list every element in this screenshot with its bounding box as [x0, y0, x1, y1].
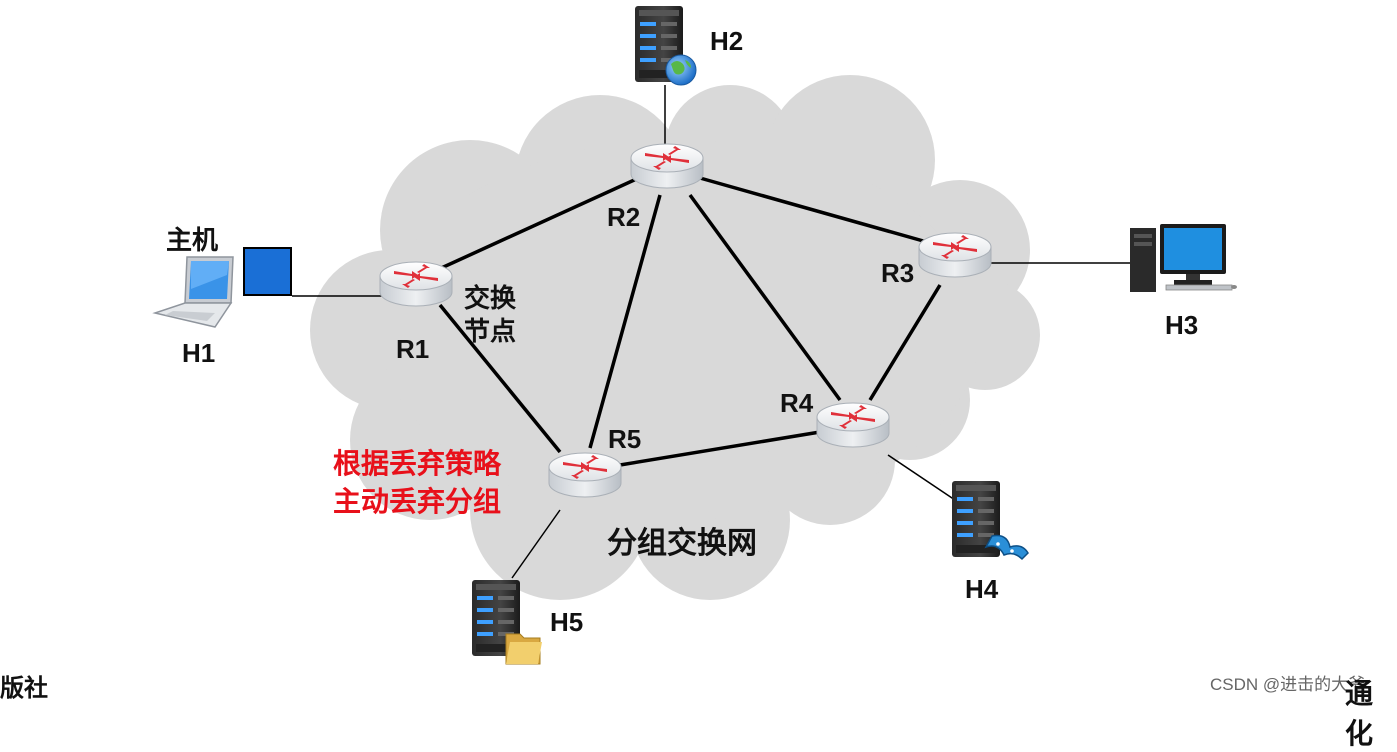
switching-node-label-line1: 交换: [464, 283, 517, 313]
host-h5-label: H5: [550, 607, 583, 637]
link-h4-r4: [887, 454, 956, 501]
network-links: [414, 163, 949, 467]
network-diagram: R1 R2 R3 R4 R5 H1 H2 H3 H4 H5: [152, 6, 1237, 665]
router-r3-icon: [918, 232, 992, 278]
packet-icon: [243, 247, 292, 296]
router-r1-label: R1: [396, 334, 429, 364]
switching-node-label-line2: 节点: [464, 316, 517, 346]
link-r2-r5: [588, 194, 662, 449]
host-h2-label: H2: [710, 26, 743, 56]
drop-policy-annotation-line2: 主动丢弃分组: [333, 486, 502, 517]
router-r2-icon: [630, 143, 704, 189]
desktop-computer-icon: [1130, 224, 1237, 292]
footer-left-fragment: 版社: [0, 673, 48, 702]
link-h5-r5: [511, 509, 561, 579]
router-r3-label: R3: [881, 258, 914, 288]
link-r3-r4: [868, 284, 942, 401]
router-r4-label: R4: [780, 388, 814, 418]
packet-switched-network-label: 分组交换网: [607, 527, 757, 560]
host-h1-label: H1: [182, 338, 215, 368]
router-r5-icon: [548, 452, 622, 498]
laptop-icon: [152, 256, 234, 328]
router-r5-label: R5: [608, 424, 641, 454]
file-server-icon: [472, 580, 542, 665]
host-h3-label: H3: [1165, 310, 1198, 340]
router-r2-label: R2: [607, 202, 640, 232]
host-h4-label: H4: [965, 574, 999, 604]
router-r1-icon: [379, 261, 453, 307]
csdn-watermark: CSDN @进击的大爷: [1210, 675, 1366, 694]
link-r1-r5: [438, 303, 562, 454]
link-r2-r4: [688, 193, 842, 402]
host-links: [292, 85, 1130, 579]
web-server-icon: [635, 6, 697, 86]
link-r5-r4: [619, 430, 821, 467]
link-r2-r3: [699, 176, 949, 250]
footer-right-fragment: 通化: [1345, 677, 1374, 750]
drop-policy-annotation-line1: 根据丢弃策略: [333, 448, 502, 479]
link-r1-r2: [414, 163, 668, 282]
router-r4-icon: [816, 402, 890, 448]
host-caption: 主机: [166, 225, 219, 255]
video-server-icon: [952, 481, 1029, 561]
